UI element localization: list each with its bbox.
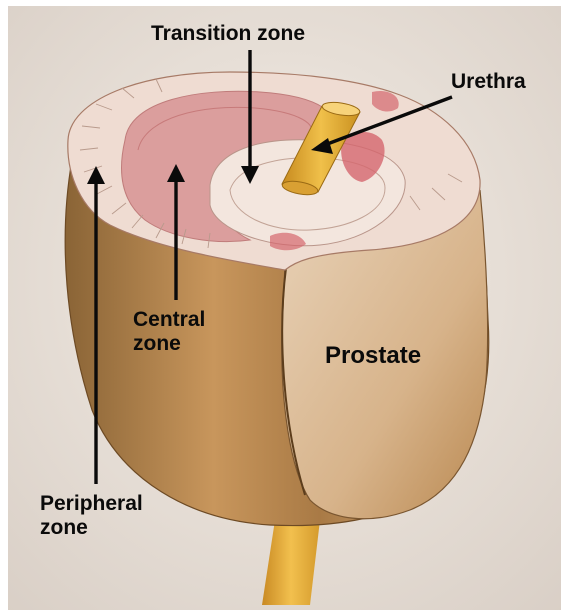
peripheral-zone-label-line2: zone	[40, 516, 143, 540]
central-zone-label: Central zone	[133, 308, 205, 355]
central-zone-label-line1: Central	[133, 308, 205, 332]
prostate-label: Prostate	[325, 343, 421, 370]
peripheral-zone-label: Peripheral zone	[40, 492, 143, 539]
central-zone-label-line2: zone	[133, 332, 205, 356]
urethra-label: Urethra	[451, 70, 526, 94]
peripheral-zone-label-line1: Peripheral	[40, 492, 143, 516]
transition-zone-label: Transition zone	[151, 22, 305, 46]
